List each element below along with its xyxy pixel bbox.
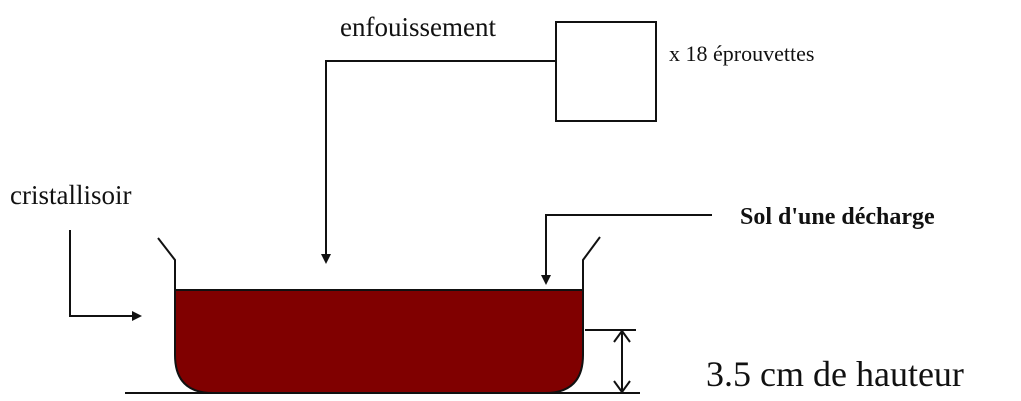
burial-arrow — [321, 60, 556, 264]
soil-fill — [175, 290, 583, 393]
label-soil: Sol d'une décharge — [740, 204, 935, 230]
label-burial: enfouissement — [340, 12, 496, 42]
specimen-square — [555, 21, 657, 122]
label-specimen-count: x 18 éprouvettes — [669, 41, 814, 66]
height-arrowhead-down — [613, 380, 631, 394]
container-arrow — [69, 230, 142, 321]
label-height: 3.5 cm de hauteur — [706, 354, 964, 394]
soil-arrow — [541, 214, 712, 285]
label-container: cristallisoir — [10, 180, 131, 210]
container-outline — [157, 236, 601, 394]
height-arrowhead-up — [613, 329, 631, 343]
